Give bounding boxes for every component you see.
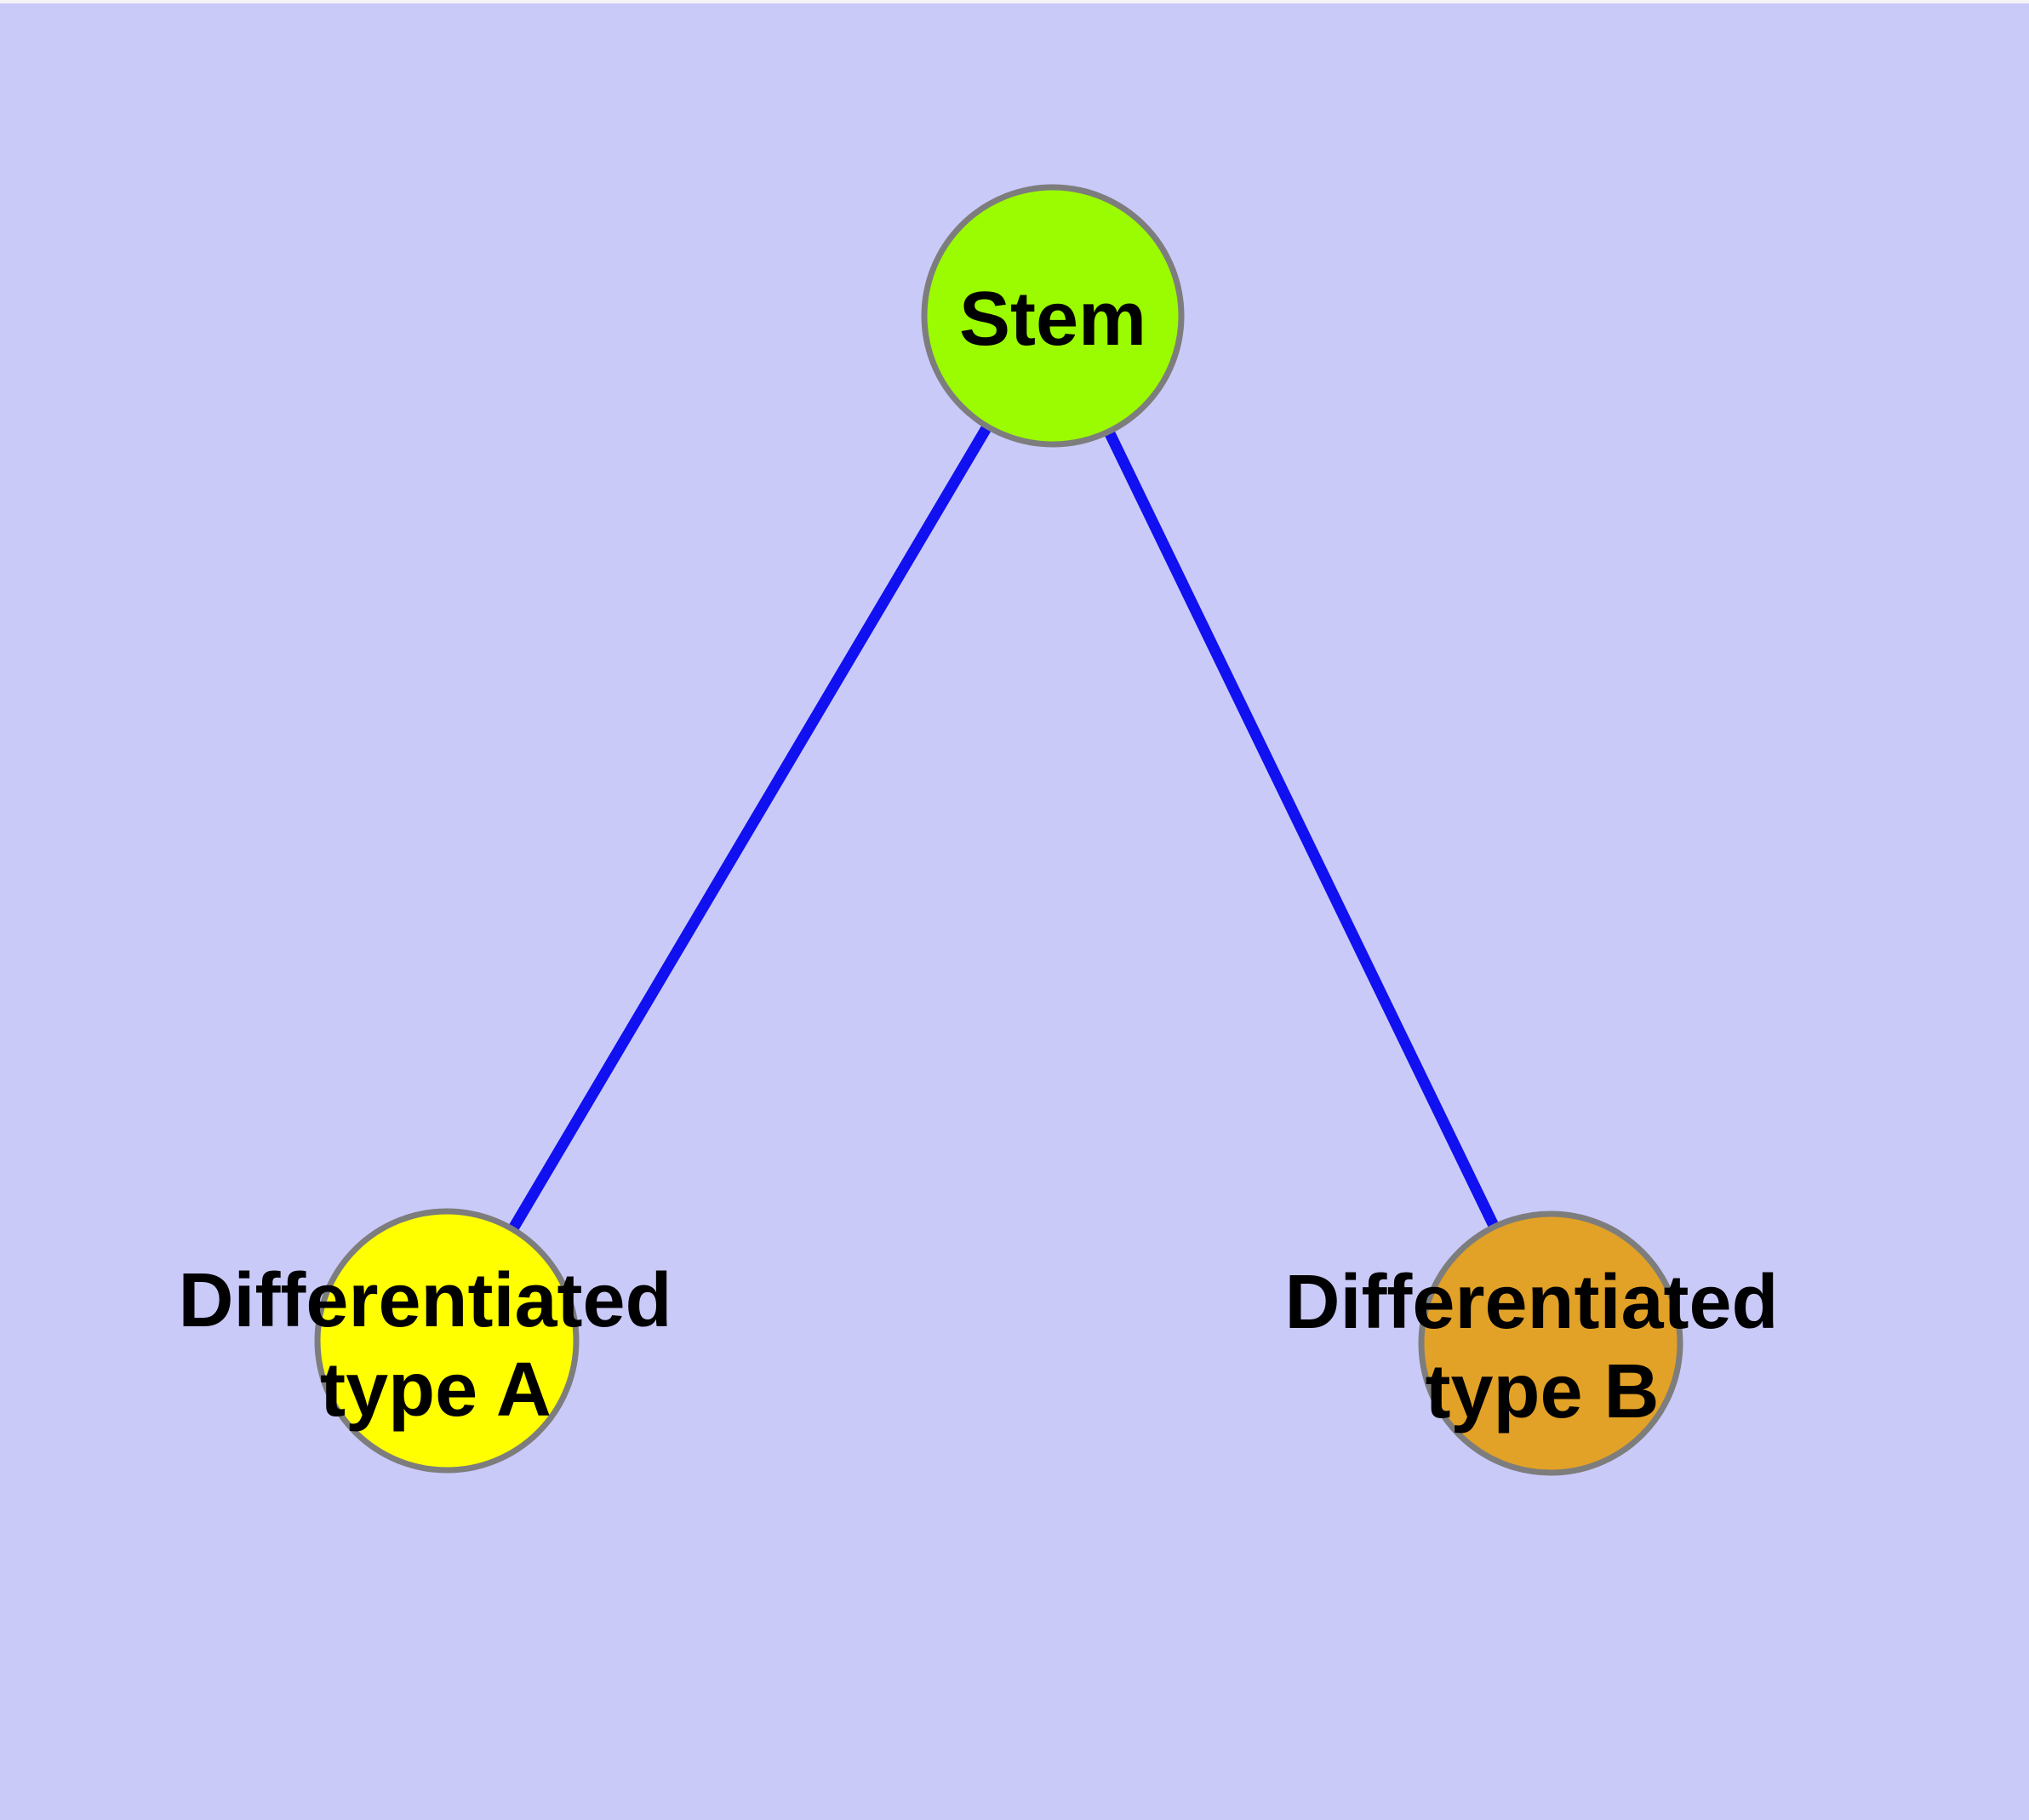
node-type-b-circle [1418, 1210, 1683, 1476]
node-type-b-label-line1: Differentiated [1284, 1260, 1778, 1345]
node-type-b-label-line2: type B [1425, 1349, 1659, 1434]
node-stem-label: Stem [959, 277, 1146, 362]
node-type-b-label: Differentiated type B [1284, 1260, 1799, 1434]
node-type-a-label: Differentiated type A [178, 1258, 693, 1433]
node-type-a-circle [314, 1208, 580, 1474]
edge-stem-to-type-a [442, 312, 1058, 1344]
node-stem-circle [921, 184, 1185, 448]
node-type-a-label-line2: type A [320, 1348, 552, 1433]
window-top-strip [0, 0, 2029, 3]
node-type-a-label-line1: Differentiated [178, 1258, 672, 1343]
edge-stem-to-type-b [1048, 313, 1556, 1346]
